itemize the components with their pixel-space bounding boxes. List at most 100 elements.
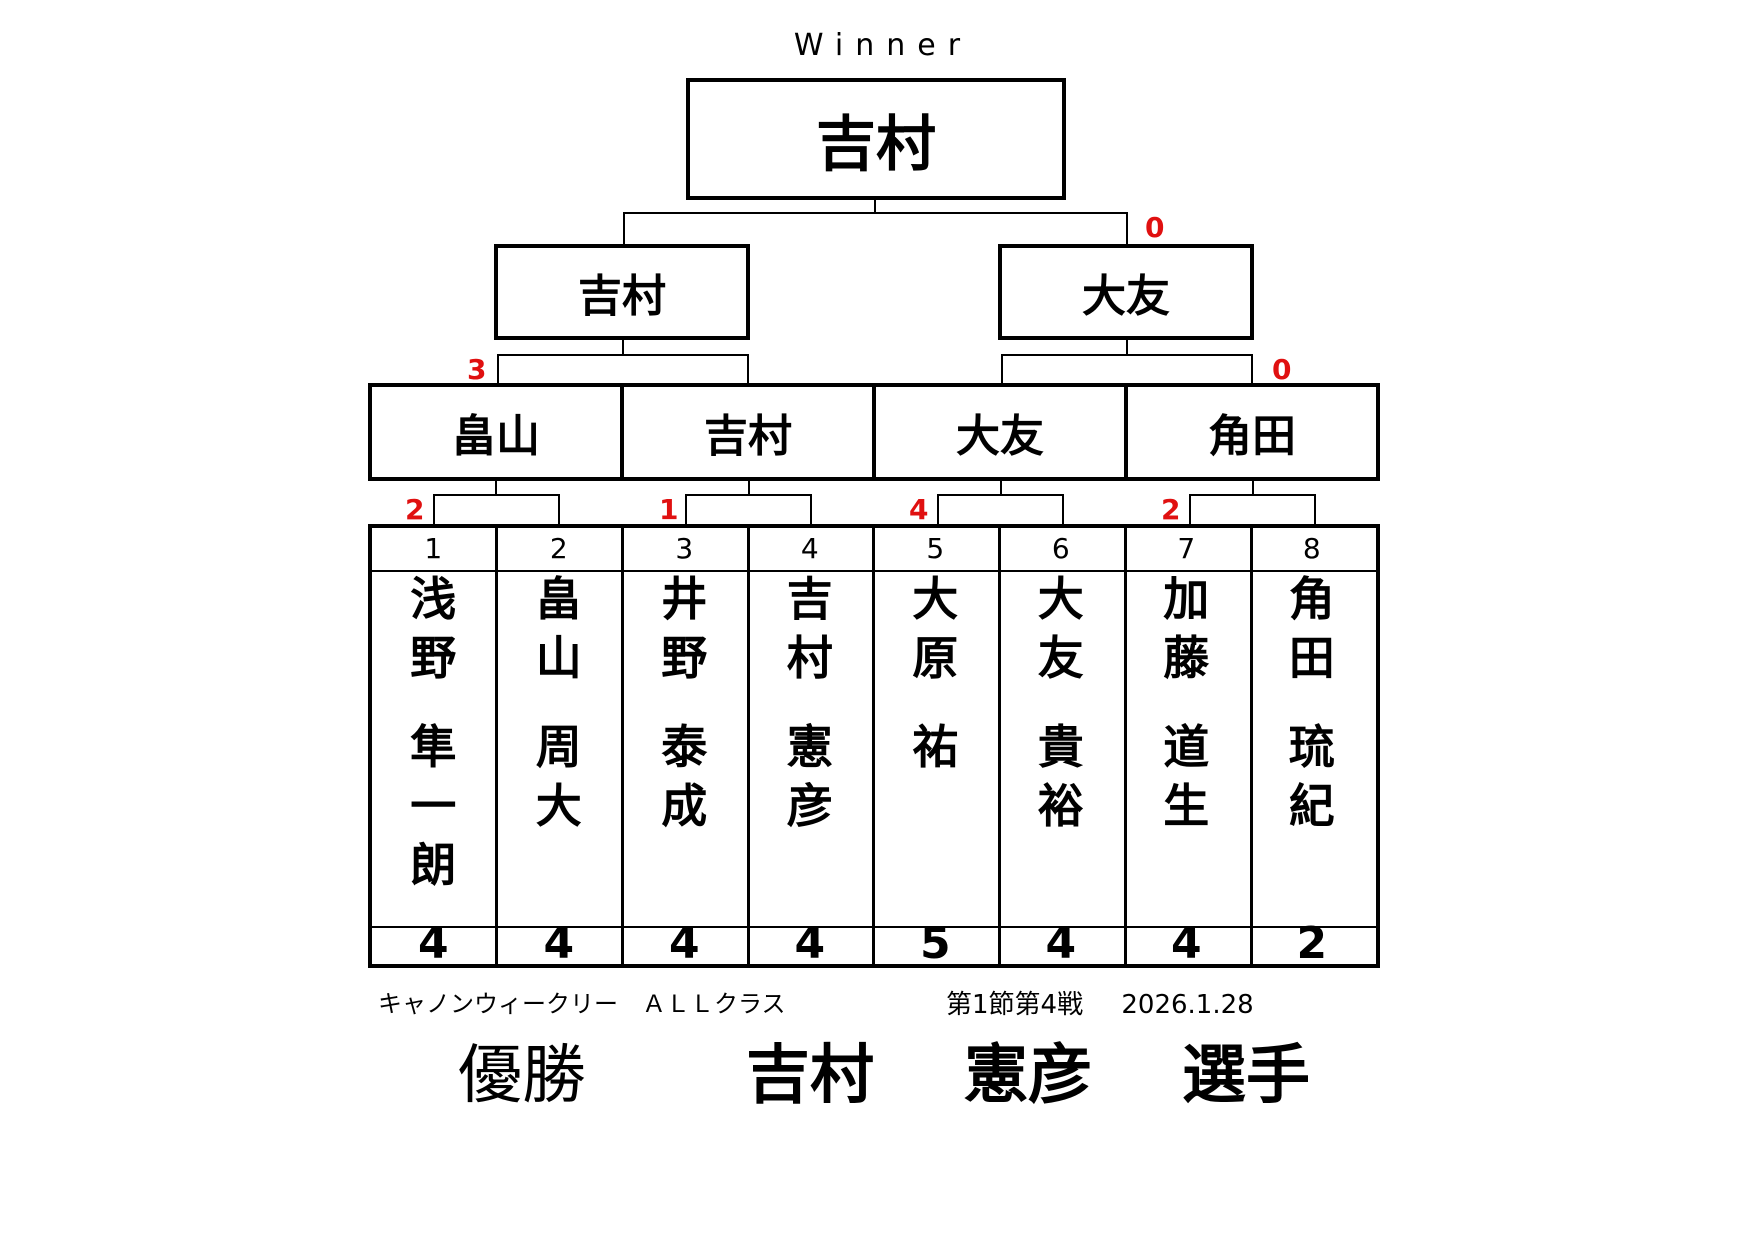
connector-r1-4-bar [1189,494,1316,496]
connector-semi-right-b [1251,354,1253,384]
player-seed: 7 [1177,532,1196,565]
date-label: 2026.1.28 [1121,990,1254,1020]
player-given-char: 道 [1163,720,1210,774]
player-seed: 8 [1302,532,1321,565]
player-seed: 3 [675,532,694,565]
connector-r1-4-a [1189,494,1191,524]
round-caption: 第1節第4戦 2026.1.28 [946,984,1254,1021]
player-given-char: 紀 [1288,779,1335,833]
player-name: 井野泰成 [623,576,746,922]
player-given-char: 憲 [786,720,833,774]
quarterfinal-box: 畠山 [372,387,624,477]
column-divider [872,528,875,964]
player-family-char: 原 [912,631,959,685]
player-score: 5 [919,918,951,969]
player-name: 畠山周大 [498,576,621,922]
connector-semi-left-stem [622,340,624,355]
bracket-title: Winner [793,28,973,63]
player-name: 角田琉紀 [1251,576,1374,922]
event-caption: キャノンウィークリー ＡＬＬクラス [378,984,786,1019]
player-given-char: 周 [535,720,582,774]
column-divider [621,528,624,964]
player-given-char: 貴 [1037,720,1084,774]
player-family-char: 藤 [1163,631,1210,685]
semifinal-score-left: 3 [467,353,487,386]
connector-r1-3-a [937,494,939,524]
connector-final-bar [623,212,1128,214]
player-score: 4 [543,918,575,969]
connector-r1-3-bar [937,494,1064,496]
connector-semi-left-a [497,354,499,384]
column-divider [495,528,498,964]
connector-r1-2-stem [748,481,750,495]
column-divider [1250,528,1253,964]
player-seed: 6 [1051,532,1070,565]
player-family-char: 山 [535,631,582,685]
connector-r1-2-bar [685,494,812,496]
quarterfinal-box: 大友 [876,387,1128,477]
first-round-score: 2 [405,493,425,526]
connector-semi-right-a [1001,354,1003,384]
player-family-char: 野 [661,631,708,685]
player-given-char: 彦 [786,779,833,833]
player-family-char: 吉 [786,572,833,626]
quarterfinal-box: 角田 [1128,387,1376,477]
semifinal-box-left: 吉村 [494,244,750,340]
champion-name: 吉村 [816,109,936,180]
player-score: 4 [668,918,700,969]
player-score: 4 [794,918,826,969]
quarterfinal-name: 吉村 [704,411,792,462]
player-given-char: 生 [1163,779,1210,833]
connector-r1-4-stem [1252,481,1254,495]
player-given-char: 一 [410,779,457,833]
connector-r1-2-b [810,494,812,524]
connector-r1-1-b [558,494,560,524]
player-family-char: 野 [410,631,457,685]
player-name: 大原祐 [874,576,997,922]
connector-semi-left-b [747,354,749,384]
quarterfinal-box: 吉村 [624,387,876,477]
player-score: 4 [1170,918,1202,969]
connector-final-left [623,212,625,245]
player-name: 浅野隼一朗 [372,576,495,922]
connector-final-stem [874,200,876,213]
player-given-char: 裕 [1037,779,1084,833]
player-given-char: 祐 [912,720,959,774]
semifinal-name-left: 吉村 [578,271,666,322]
final-score-right: 0 [1145,211,1165,244]
connector-r1-2-a [685,494,687,524]
semifinal-score-right: 0 [1272,353,1292,386]
player-name: 加藤道生 [1125,576,1248,922]
connector-final-right [1126,212,1128,245]
connector-r1-3-b [1062,494,1064,524]
player-seed: 2 [549,532,568,565]
semifinal-name-right: 大友 [1082,271,1170,322]
quarterfinal-name: 大友 [956,411,1044,462]
player-family-char: 井 [661,572,708,626]
player-score: 4 [417,918,449,969]
column-divider [998,528,1001,964]
round-label: 第1節第4戦 [946,990,1084,1020]
connector-r1-4-b [1314,494,1316,524]
player-family-char: 村 [786,631,833,685]
connector-r1-3-stem [1000,481,1002,495]
connector-r1-1-bar [433,494,560,496]
award-label: 優勝 [458,1039,586,1113]
player-family-char: 大 [912,572,959,626]
player-seed: 1 [424,532,443,565]
column-divider [1124,528,1127,964]
player-given-char: 大 [535,779,582,833]
player-score: 2 [1296,918,1328,969]
connector-semi-right-bar [1001,354,1253,356]
connector-semi-right-stem [1126,340,1128,355]
first-round-score: 1 [659,493,679,526]
player-given-char: 琉 [1288,720,1335,774]
first-round-score: 2 [1161,493,1181,526]
player-name: 吉村憲彦 [749,576,872,922]
honorific-label: 選手 [1182,1039,1310,1113]
